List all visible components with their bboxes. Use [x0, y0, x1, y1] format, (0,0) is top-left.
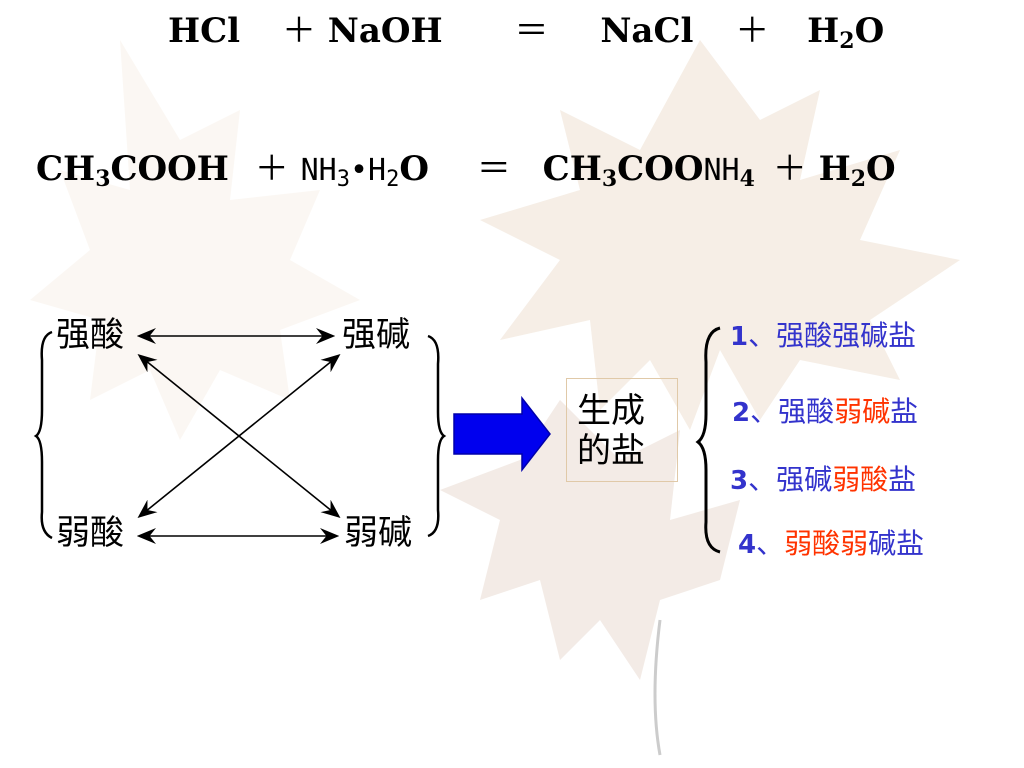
plus-sign: ＋ — [735, 11, 770, 51]
equals-sign: ＝ — [476, 149, 511, 189]
big-right-arrow-icon — [453, 395, 551, 473]
weak-base-label: 弱碱 — [344, 513, 412, 553]
salt-label-line2: 的盐 — [577, 431, 645, 471]
left-brace — [33, 330, 53, 540]
acetic-acid-formula: CH3COOH — [36, 149, 229, 192]
plus-sign: ＋ — [281, 11, 316, 51]
naoh-formula: NaOH — [327, 11, 443, 51]
ammonium-acetate-formula: CH3COONH4 — [542, 149, 755, 192]
oxygen-symbol: O — [399, 149, 429, 189]
salt-item-1: 1、强酸强碱盐 — [730, 319, 917, 352]
plus-sign: ＋ — [254, 149, 289, 189]
hcl-formula: HCl — [168, 11, 241, 51]
salt-item-3: 3、强碱弱酸盐 — [730, 463, 917, 496]
water-formula: H2O — [807, 11, 885, 54]
weak-acid-label: 弱酸 — [56, 513, 124, 553]
ammonia-water-formula: NH3•H2 — [300, 153, 400, 192]
equation-2: CH3COOH ＋ NH3•H2O ＝ CH3COONH4 ＋ H2O — [36, 149, 896, 192]
salt-item-4: 4、弱酸弱碱盐 — [738, 527, 925, 560]
salt-label-box: 生成 的盐 — [566, 378, 678, 482]
salt-item-2: 2、强酸弱碱盐 — [732, 395, 919, 428]
strong-base-label: 强碱 — [342, 315, 410, 355]
strong-acid-label: 强酸 — [56, 315, 124, 355]
water-formula: H2O — [818, 149, 896, 192]
equation-1: HCl ＋ NaOH ＝ NaCl ＋ H2O — [168, 11, 885, 54]
arrow-weak-acid-strong-base — [137, 353, 341, 519]
plus-sign: ＋ — [772, 149, 807, 189]
nacl-formula: NaCl — [600, 11, 694, 51]
equals-sign: ＝ — [514, 11, 549, 51]
right-brace — [427, 334, 447, 538]
salt-list-brace — [695, 326, 721, 554]
salt-label-line1: 生成 — [577, 391, 645, 431]
